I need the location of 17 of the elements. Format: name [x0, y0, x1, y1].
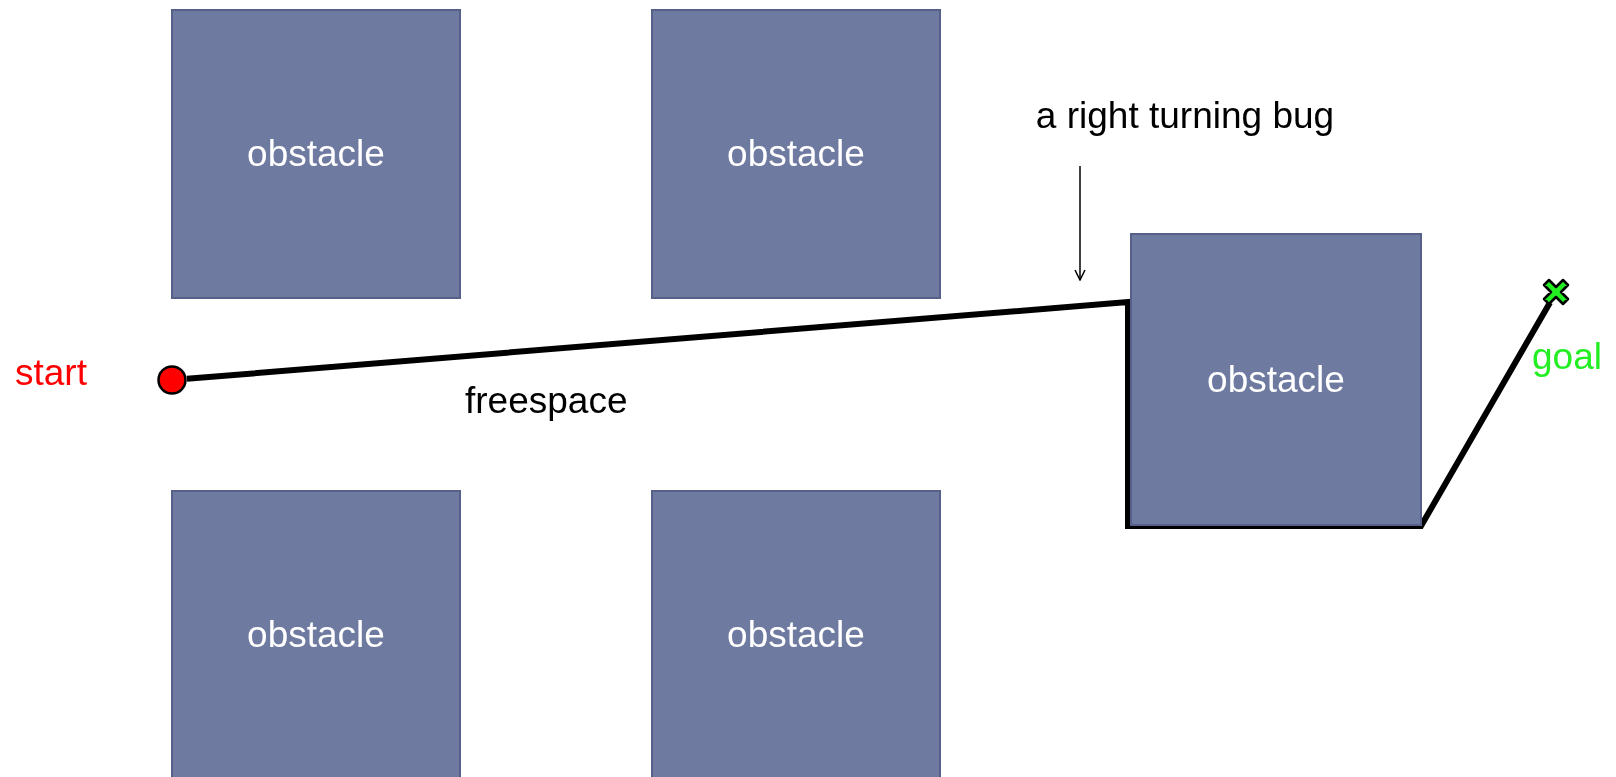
obstacle-label: obstacle	[247, 614, 385, 656]
pointer-arrow	[1074, 165, 1086, 281]
start-dot	[157, 365, 187, 395]
obstacle-box	[651, 9, 941, 299]
obstacle-label: obstacle	[1207, 358, 1345, 401]
bug-path	[186, 298, 1553, 529]
point-label: start	[15, 352, 87, 394]
point-label: goal	[1532, 336, 1602, 378]
obstacle-label: obstacle	[727, 133, 865, 175]
annotation-text: a right turning bug	[1035, 95, 1335, 137]
obstacle-box	[171, 9, 461, 299]
obstacle-box	[171, 490, 461, 777]
obstacle-box	[651, 490, 941, 777]
obstacle-box	[1130, 233, 1422, 526]
region-label: freespace	[465, 380, 628, 422]
obstacle-label: obstacle	[727, 614, 865, 656]
obstacle-label: obstacle	[247, 133, 385, 175]
